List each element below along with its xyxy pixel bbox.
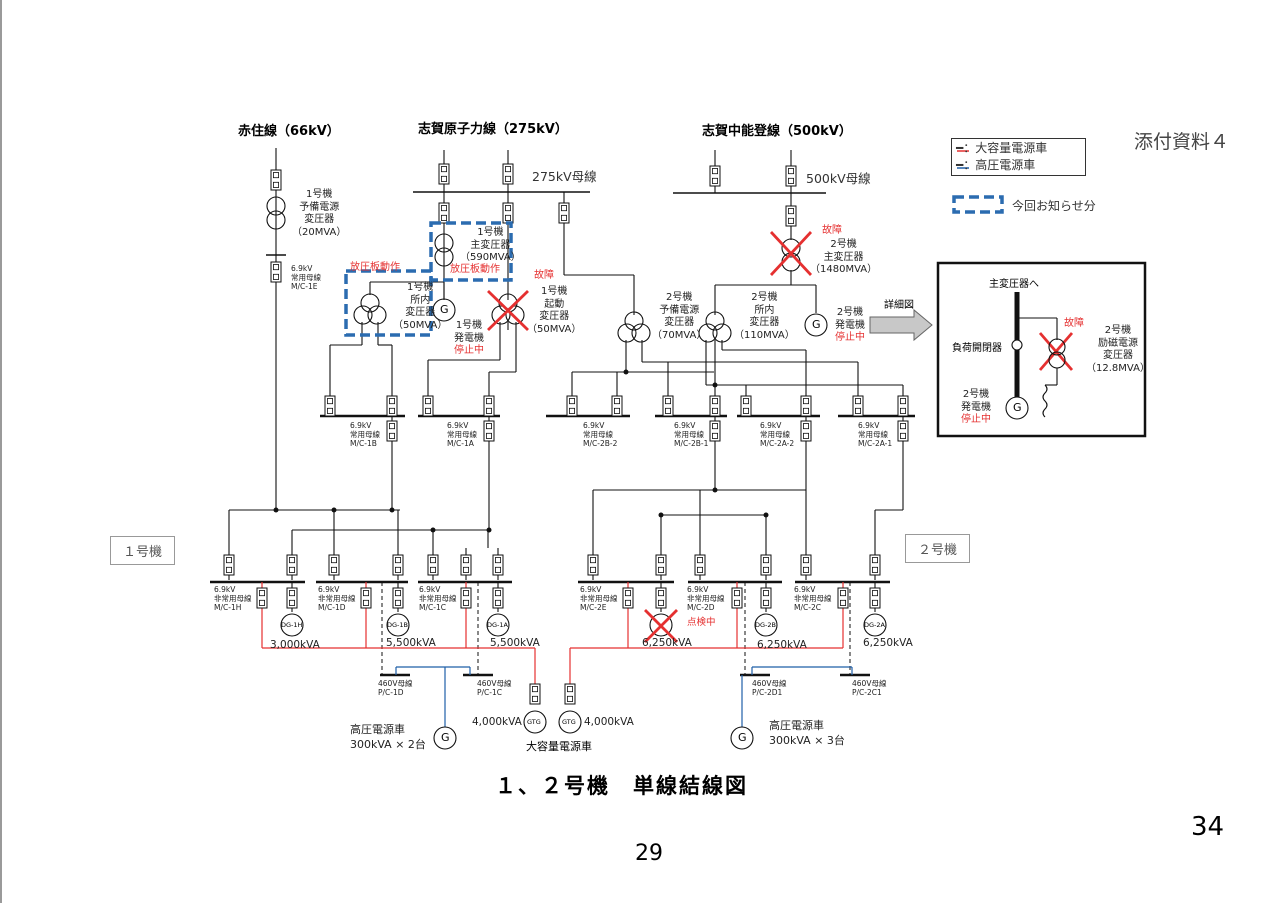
gtg-left: GTG <box>527 718 541 726</box>
kva-2b: 6,250kVA <box>757 639 807 651</box>
page-number-large: 34 <box>1191 812 1225 842</box>
page-title: １、２号機 単線結線図 <box>495 774 748 798</box>
detail-generator-label: 2号機発電機停止中 <box>961 389 991 425</box>
detail-arrow-label: 詳細図 <box>884 300 914 311</box>
dg2b: DG-2B <box>755 621 776 629</box>
u1-reserve-transformer-label: 1号機予備電源変圧器（20MVA） <box>292 189 347 238</box>
u1-main-transformer-note: 放圧板動作 <box>450 264 500 275</box>
hv-truck-right-gen: G <box>738 731 747 744</box>
u1-house-transformer-label: 1号機所内変圧器（50MVA） <box>393 282 448 331</box>
mc2d-note: 点検中 <box>687 617 716 628</box>
u2-main-transformer-note: 故障 <box>822 225 842 236</box>
line-akazumi: 赤住線（66kV） <box>238 124 340 139</box>
page-number-small: 29 <box>635 841 663 866</box>
fault-marks <box>487 231 1074 643</box>
u2-generator-label: 2号機発電機停止中 <box>835 307 865 343</box>
legend-box: ━：大容量電源車 ━：高圧電源車 <box>951 138 1086 176</box>
blue-feed-lines <box>395 666 853 728</box>
dg2a: DG-2A <box>864 621 885 629</box>
detail-to-main: 主変圧器へ <box>989 279 1039 290</box>
u1-startup-transformer-label: 1号機起動変圧器（50MVA） <box>527 286 582 335</box>
unit1-label: １号機 <box>110 536 176 565</box>
unit2-label: ２号機 <box>905 534 971 563</box>
u2-main-transformer-label: 2号機主変圧器（1480MVA） <box>810 239 878 275</box>
breakers <box>223 163 909 705</box>
dg1h: DG-1H <box>281 621 303 629</box>
kva-1b: 5,500kVA <box>386 637 436 649</box>
dg1b: DG-1B <box>387 621 408 629</box>
hv-truck-left-gen: G <box>441 731 450 744</box>
kva-2d: 6,250kVA <box>642 637 692 649</box>
legend-blue-line: ━：高圧電源車 <box>956 158 1036 172</box>
detail-generator-symbol: G <box>1013 401 1022 414</box>
detail-load-switch: 負荷開閉器 <box>952 343 1002 354</box>
detail-fault: 故障 <box>1064 318 1084 329</box>
line-shika-genshiryoku: 志賀原子力線（275kV） <box>418 122 568 137</box>
kva-2a: 6,250kVA <box>863 637 913 649</box>
large-truck-label: 大容量電源車 <box>526 740 592 753</box>
u2-reserve-transformer-label: 2号機予備電源変圧器（70MVA） <box>652 292 707 341</box>
red-feed-lines <box>261 582 844 690</box>
u1-generator-symbol: G <box>440 303 449 316</box>
bus-500kv: 500kV母線 <box>806 171 871 186</box>
legend-dashed-box: 今回お知らせ分 <box>1012 199 1096 213</box>
gtg-right: GTG <box>562 718 576 726</box>
legend-red-line: ━：大容量電源車 <box>956 141 1048 155</box>
u1-house-transformer-note: 放圧板動作 <box>350 262 400 273</box>
appendix-label: 添付資料４ <box>1134 131 1230 153</box>
dg1a: DG-1A <box>487 621 508 629</box>
gtg-right-kva: 4,000kVA <box>584 716 634 728</box>
bus-275kv: 275kV母線 <box>532 169 597 184</box>
u1-startup-transformer-note: 故障 <box>534 270 554 281</box>
kva-1a: 5,500kVA <box>490 637 540 649</box>
page-left-border <box>0 0 2 903</box>
detail-excitation-transformer: 2号機励磁電源変圧器（12.8MVA） <box>1086 325 1150 374</box>
u1-generator-label: 1号機発電機停止中 <box>454 320 484 356</box>
gtg-left-kva: 4,000kVA <box>472 716 522 728</box>
u2-generator-symbol: G <box>812 318 821 331</box>
u1-main-transformer-label: 1号機主変圧器（590MVA） <box>460 227 521 263</box>
line-shika-chunou: 志賀中能登線（500kV） <box>702 124 852 139</box>
u2-house-transformer-label: 2号機所内変圧器（110MVA） <box>734 292 795 341</box>
kva-1h: 3,000kVA <box>270 639 320 651</box>
